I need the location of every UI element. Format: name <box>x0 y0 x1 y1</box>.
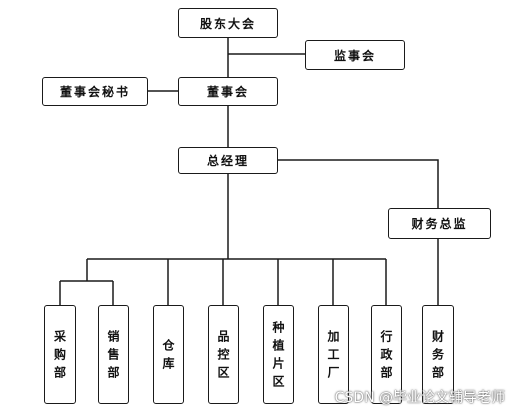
node-admin: 行政部 <box>371 305 402 404</box>
node-board-secretary: 董事会秘书 <box>42 77 148 106</box>
node-supervisors: 监事会 <box>305 40 405 70</box>
node-general-manager: 总经理 <box>178 147 278 174</box>
node-procurement: 采购部 <box>44 305 76 404</box>
watermark: CSDN @毕业论文辅导老师 <box>334 390 505 406</box>
node-quality: 品控区 <box>208 305 239 404</box>
node-planting: 种植片区 <box>263 305 294 404</box>
node-shareholders: 股东大会 <box>178 8 278 38</box>
node-board: 董事会 <box>178 77 278 106</box>
node-processing: 加工厂 <box>318 305 349 404</box>
node-finance: 财务部 <box>422 305 454 404</box>
node-cfo: 财务总监 <box>388 208 491 239</box>
node-sales: 销售部 <box>98 305 129 404</box>
line-gm-cfo <box>278 159 439 208</box>
node-warehouse: 仓库 <box>153 305 184 404</box>
